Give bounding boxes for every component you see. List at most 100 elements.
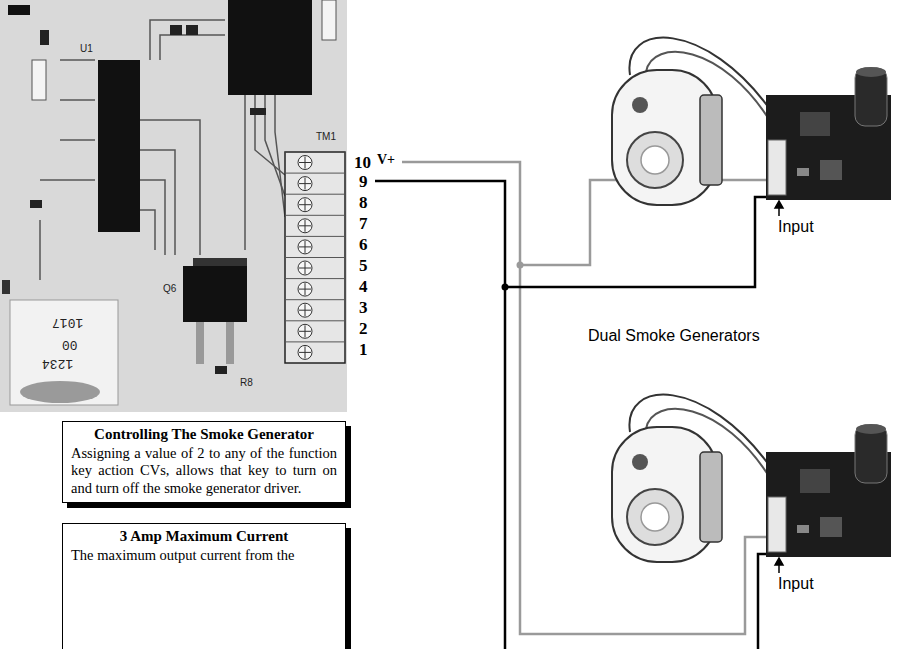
terminal-block [285,236,345,237]
decoder-board [140,180,165,255]
signal-name: V+ [377,153,395,167]
terminal-block [299,262,311,274]
terminal-number: 2 [359,320,368,337]
terminal-block [285,173,345,191]
part-name: TM1 [316,132,336,142]
terminal-block [285,342,345,360]
decoder-board [215,366,227,374]
note-body: Assigning a value of 2 to any of the fun… [71,445,337,497]
terminal-number: 7 [359,215,368,232]
sticker-text: 1234 [42,357,73,370]
terminal-block [285,173,345,174]
terminal-number: 9 [359,173,368,190]
terminal-block [285,152,345,363]
decoder-board [244,95,246,250]
terminal-block [299,346,311,358]
terminal-block [299,325,311,337]
decoder-board [150,20,225,60]
decoder-board [183,266,247,322]
terminal-block [285,341,345,342]
decoder-board [196,322,204,364]
smoke-generator [612,38,891,205]
terminal-block [299,283,311,295]
part-name: U1 [80,44,93,54]
wire [502,284,509,291]
terminal-block [285,320,345,321]
decoder-board [60,59,95,61]
note-heading: Controlling The Smoke Generator [71,425,337,443]
decoder-board [250,108,266,115]
decoder-board [0,0,347,412]
wire [375,162,768,649]
wire [375,181,505,649]
note-box: 3 Amp Maximum CurrentThe maximum output … [62,523,346,649]
terminal-block [285,194,345,195]
terminal-block [299,220,311,232]
wire [758,554,768,649]
pointer-arrow [775,201,783,208]
note-box: Controlling The Smoke GeneratorAssigning… [62,421,346,503]
smoke-generator [612,38,891,205]
part-name: R8 [240,378,253,388]
pointer-label: Input [778,219,814,235]
terminal-block [285,215,345,216]
decoder-board [140,120,200,255]
terminal-block [298,177,312,191]
pointer-arrow [775,201,783,573]
terminal-number: 6 [359,236,368,253]
terminal-number: 3 [359,299,368,316]
terminal-block [298,219,312,233]
figure-caption: Dual Smoke Generators [588,328,760,344]
decoder-board [60,99,95,101]
terminal-block [299,241,311,253]
decoder-board [32,60,46,100]
decoder-board [10,300,118,405]
decoder-board [228,0,312,95]
terminal-block [285,236,345,254]
decoder-board [255,95,285,175]
terminal-block [299,199,311,211]
sticker-text: 1017 [52,316,83,329]
decoder-board [30,200,42,208]
terminal-block [299,304,311,316]
terminal-block [285,321,345,339]
decoder-board [140,150,175,255]
decoder-board [2,280,10,294]
terminal-block [298,198,312,212]
smoke-generator [612,395,891,562]
terminal-block [299,178,311,190]
decoder-board [193,258,247,266]
terminal-number: 8 [359,194,368,211]
decoder-board [98,60,140,232]
terminal-block [285,279,345,297]
note-heading: 3 Amp Maximum Current [71,527,337,545]
wire [505,197,768,287]
wire [402,162,768,634]
decoder-board [0,0,347,412]
decoder-board [40,30,49,45]
terminal-block [299,157,311,169]
wire [517,262,524,269]
terminal-block [285,258,345,276]
terminal-number: 5 [359,257,368,274]
decoder-board [39,220,41,280]
part-name: Q6 [163,284,176,294]
decoder-board [40,179,95,181]
decoder-board [322,0,336,40]
pointer-label: Input [778,576,814,592]
terminal-block [285,194,345,212]
terminal-block [298,240,312,254]
terminal-block [285,257,345,258]
decoder-board [186,25,198,35]
note-body: The maximum output current from the [71,547,337,564]
terminal-block [285,300,345,318]
terminal-block [298,156,312,170]
terminal-block [298,261,312,275]
terminal-number: 4 [359,278,368,295]
decoder-board [60,139,95,141]
terminal-number: 1 [359,341,368,358]
terminal-block [285,215,345,233]
decoder-board [226,322,234,364]
terminal-block [285,152,345,363]
terminal-block [298,324,312,338]
